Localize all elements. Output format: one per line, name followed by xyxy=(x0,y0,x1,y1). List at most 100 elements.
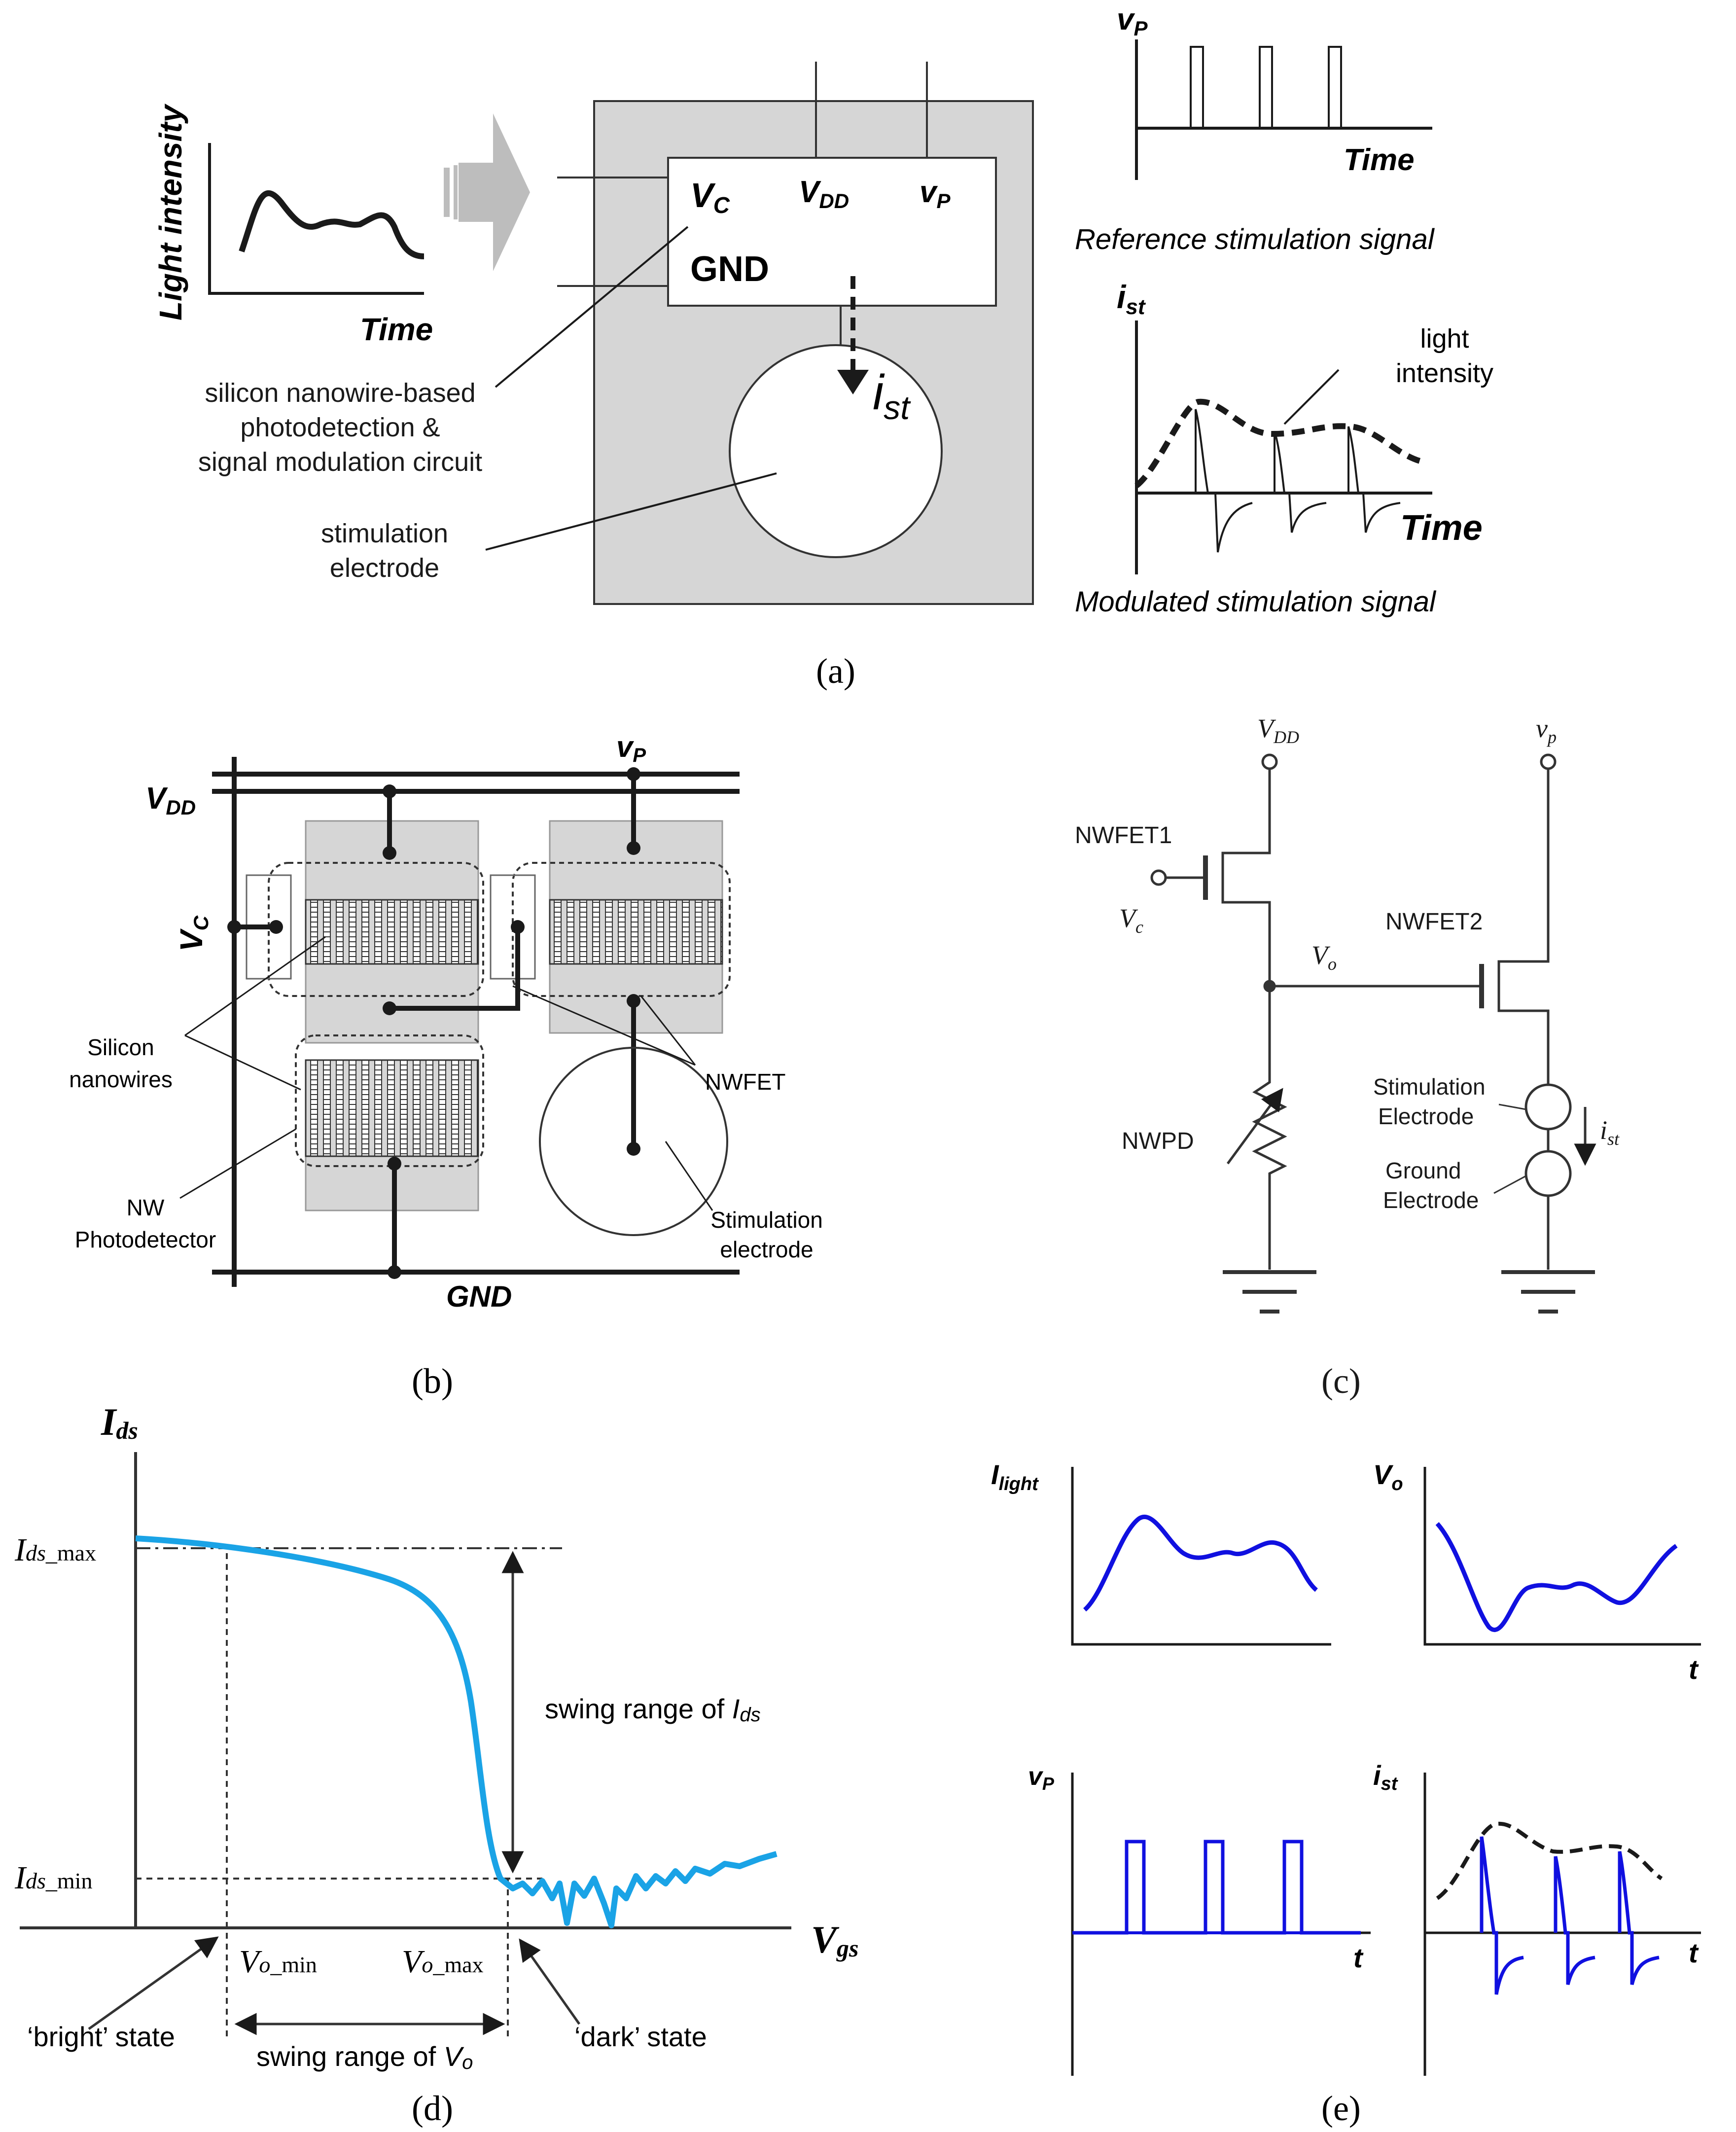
c-nwfet2-label: NWFET2 xyxy=(1385,909,1483,935)
e-t-label-1: t xyxy=(1689,1654,1699,1685)
photodetector-nanowires xyxy=(305,1059,479,1157)
d-swing-ids-label: swing range of xyxy=(545,1693,732,1724)
d-vomin-label: V xyxy=(239,1944,262,1980)
electrode-pointer xyxy=(485,472,777,551)
svg-text:Vgs: Vgs xyxy=(811,1918,859,1962)
stimulation-electrode-circle xyxy=(729,344,943,558)
svg-text:electrode: electrode xyxy=(330,553,439,583)
device-leads xyxy=(557,62,928,348)
panel-b-label: (b) xyxy=(412,1361,453,1401)
vdd-terminal xyxy=(1261,753,1278,770)
panel-c xyxy=(1150,753,1596,1314)
box-gnd-label: GND xyxy=(690,249,769,289)
box-vdd-label: V xyxy=(799,175,821,209)
svg-text:ist: ist xyxy=(1600,1115,1620,1149)
stim-electrode-symbol xyxy=(1524,1083,1572,1131)
svg-text:Vo: Vo xyxy=(1311,940,1337,974)
b-nwpd-label: NW Photodetector xyxy=(75,1195,216,1252)
d-guides xyxy=(88,1547,581,2039)
panel-c-text: VDD vp NWFET1 Vc Vo NWFET2 NWPD Stimulat… xyxy=(1075,713,1620,1401)
svg-text:VDD: VDD xyxy=(145,782,196,819)
gate-stubs xyxy=(246,874,536,980)
svg-text:photodetection &: photodetection & xyxy=(240,413,440,442)
stim-electrode-b xyxy=(539,1047,728,1236)
svg-text:Photodetector: Photodetector xyxy=(75,1227,216,1252)
d-imax-label: I xyxy=(14,1532,27,1568)
svg-text:Ids: Ids xyxy=(101,1400,138,1444)
svg-text:VDD: VDD xyxy=(1257,713,1299,747)
ref-vp-label: v xyxy=(1117,2,1135,36)
reference-signal-plot xyxy=(1135,39,1432,180)
b-vc-label: V xyxy=(174,928,209,952)
svg-text:swing range of Ids: swing range of Ids xyxy=(545,1693,761,1726)
ref-time-label: Time xyxy=(1344,143,1415,177)
e-ilight-curve xyxy=(1083,1515,1318,1612)
svg-text:vP: vP xyxy=(920,175,951,213)
junction-dots xyxy=(227,767,640,1279)
panel-b: vP VDD VC GND Silicon nanowires NWFET NW… xyxy=(69,730,823,1401)
c-vo-label: V xyxy=(1311,940,1331,970)
svg-text:swing range of Vo: swing range of Vo xyxy=(256,2041,473,2073)
c-vc-label: V xyxy=(1119,903,1138,933)
circuit-pointer xyxy=(495,226,689,388)
d-dark-label: ‘dark’ state xyxy=(574,2021,707,2052)
e-ist-envelope xyxy=(1436,1821,1663,1900)
svg-text:Ids_max: Ids_max xyxy=(14,1532,96,1568)
b-gnd-label: GND xyxy=(446,1280,512,1313)
c-stim-label-1: Stimulation xyxy=(1373,1074,1486,1100)
svg-text:Vo_max: Vo_max xyxy=(402,1944,484,1980)
electrode-note: stimulation electrode xyxy=(321,519,448,583)
nwfet1-symbol xyxy=(1166,769,1271,986)
vp-terminal xyxy=(1540,753,1557,770)
e-ist-label: i xyxy=(1373,1760,1382,1791)
c-nwpd-label: NWPD xyxy=(1122,1128,1194,1154)
e-vo-label: V xyxy=(1373,1459,1394,1490)
b-electrode-label: Stimulation electrode xyxy=(710,1207,823,1262)
ids-vgs-curve xyxy=(135,1535,778,1928)
light-intensity-pointer xyxy=(1283,369,1340,425)
nwfet2-nanowires xyxy=(549,899,723,965)
bus-lines xyxy=(212,757,740,1287)
svg-text:silicon nanowire-based: silicon nanowire-based xyxy=(205,378,475,408)
nwfet1-nanowires xyxy=(305,899,479,965)
svg-text:ist: ist xyxy=(1117,279,1146,319)
panel-e-label: (e) xyxy=(1321,2089,1361,2128)
d-ids-axis-label: I xyxy=(101,1400,117,1443)
b-silicon-label: Silicon nanowires xyxy=(69,1034,173,1092)
panel-e: Ilight Vo t vP t ist t (e) xyxy=(991,1459,1701,2128)
e-vo-curve xyxy=(1435,1522,1678,1632)
circuit-note: silicon nanowire-based photodetection & … xyxy=(198,378,482,477)
ground-electrode-symbol xyxy=(1524,1150,1572,1197)
mod-caption: Modulated stimulation signal xyxy=(1075,586,1437,618)
e-t-label-2: t xyxy=(1353,1942,1364,1973)
light-time-label: Time xyxy=(360,312,433,347)
svg-text:ist: ist xyxy=(873,365,911,426)
nwfet2-symbol xyxy=(1270,769,1550,1085)
panel-d-label: (d) xyxy=(412,2089,453,2128)
light-intensity-plot xyxy=(208,143,425,295)
panel-a-label: (a) xyxy=(816,651,855,691)
nwpd-symbol xyxy=(1226,986,1287,1270)
ground-symbol-right xyxy=(1501,1270,1595,1314)
modulated-signal-plot xyxy=(1134,320,1432,574)
mod-ist-label: i xyxy=(1117,279,1127,315)
box-vp-label: v xyxy=(920,175,938,209)
svg-text:Silicon: Silicon xyxy=(87,1034,154,1060)
c-nwfet1-label: NWFET1 xyxy=(1075,822,1172,849)
svg-text:Vo_min: Vo_min xyxy=(239,1944,317,1980)
c-vp-label: v xyxy=(1536,713,1548,743)
svg-text:Ilight: Ilight xyxy=(991,1459,1039,1494)
c-ist-label: i xyxy=(1600,1115,1607,1145)
svg-text:stimulation: stimulation xyxy=(321,519,448,548)
d-bright-label: ‘bright’ state xyxy=(27,2021,175,2052)
wiring xyxy=(234,774,636,1272)
b-vdd-label: V xyxy=(145,782,168,816)
circuit-box xyxy=(667,157,997,307)
svg-text:vP: vP xyxy=(616,730,646,766)
svg-text:electrode: electrode xyxy=(720,1237,813,1262)
b-vp-label: v xyxy=(616,730,635,763)
e-ilight-label: I xyxy=(991,1459,999,1490)
ref-caption: Reference stimulation signal xyxy=(1075,223,1435,255)
c-ground-label-2: Electrode xyxy=(1383,1187,1479,1213)
svg-text:NW: NW xyxy=(127,1195,165,1220)
